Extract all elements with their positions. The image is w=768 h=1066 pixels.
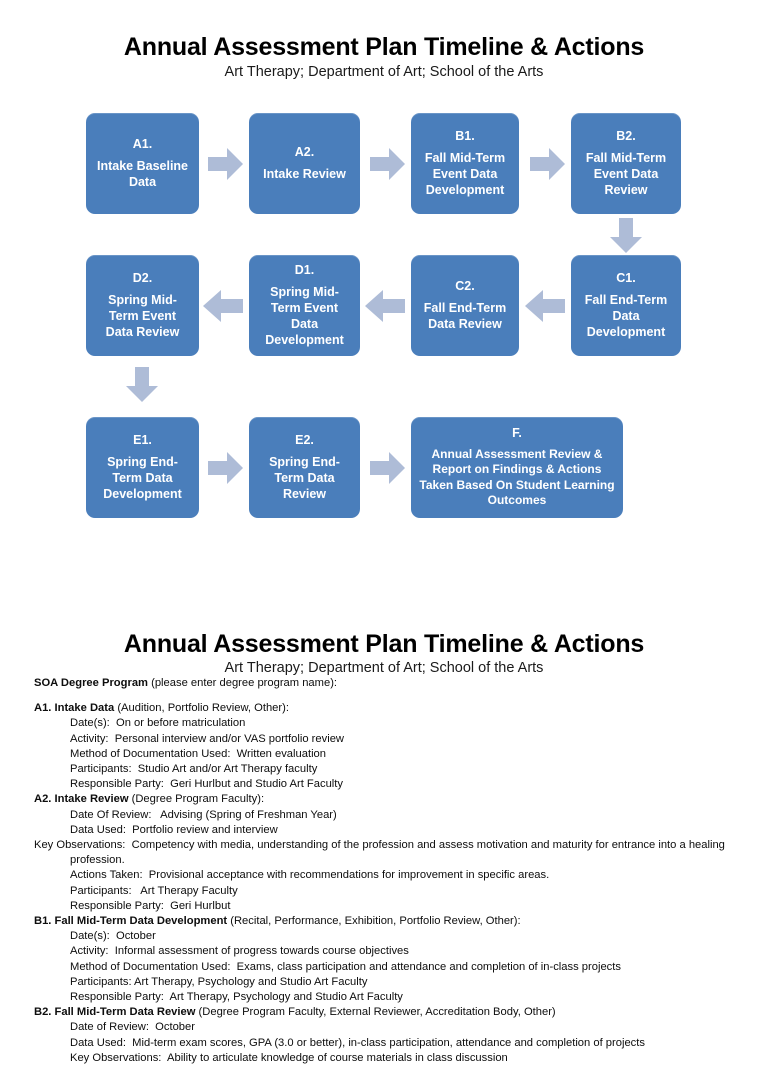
section-b1-line-4: Participants: Art Therapy, Psychology an… <box>70 975 368 988</box>
section-b1-line-2: Activity: Informal assessment of progres… <box>70 945 409 958</box>
flow-node-b1-code: B1. <box>455 129 475 144</box>
flow-node-d2-code: D2. <box>132 271 153 286</box>
assessment-plan-document: { "document": { "title": "Annual Assessm… <box>0 33 768 1064</box>
section-heading-a2-bold: A2. Intake Review <box>34 793 129 806</box>
diagram-section: Annual Assessment Plan Timeline & Action… <box>0 33 768 540</box>
arrow-right-a1-a2 <box>208 147 244 181</box>
section-heading-b2: B2. Fall Mid-Term Data Review (Degree Pr… <box>34 1005 734 1020</box>
section-b1-line-1: Date(s): October <box>70 930 156 943</box>
section-heading-a1-bold: A1. Intake Data <box>34 702 115 715</box>
flow-node-c1-code: C1. <box>616 271 636 286</box>
flow-node-c2[interactable]: C2. Fall End-Term Data Review <box>411 255 519 356</box>
flow-node-e1[interactable]: E1. Spring End- Term Data Development <box>86 417 199 518</box>
section-a2-line-5: Participants: Art Therapy Faculty <box>70 884 238 897</box>
flow-node-e2-code: E2. <box>295 433 314 448</box>
section-a2-line-2: Data Used: Portfolio review and intervie… <box>70 823 278 836</box>
page-title-top: Annual Assessment Plan Timeline & Action… <box>123 33 645 61</box>
flowchart: A1. Intake Baseline Data A2. Intake Revi… <box>0 100 768 540</box>
section-heading-b2-rest: (Degree Program Faculty, External Review… <box>195 1006 556 1019</box>
section-a1-line-1: Date(s): On or before matriculation <box>70 717 246 730</box>
degree-program-line: SOA Degree Program (please enter degree … <box>34 676 734 691</box>
section-heading-b1-bold: B1. Fall Mid-Term Data Development <box>34 915 228 928</box>
flow-node-b1-label: Fall Mid-Term Event Data Development <box>424 150 506 197</box>
section-b2-line-3: Key Observations: Ability to articulate … <box>70 1051 508 1064</box>
section-heading-a1-rest: (Audition, Portfolio Review, Other): <box>114 702 289 715</box>
page-subtitle-top: Art Therapy; Department of Art; School o… <box>224 64 544 80</box>
flow-node-b2-label: Fall Mid-Term Event Data Review <box>585 150 667 197</box>
section-b1-line-5: Responsible Party: Art Therapy, Psycholo… <box>70 991 403 1004</box>
flow-node-f[interactable]: F. Annual Assessment Review & Report on … <box>411 417 623 518</box>
flow-node-f-label: Annual Assessment Review & Report on Fin… <box>419 447 615 508</box>
degree-program-label: SOA Degree Program <box>34 677 148 689</box>
section-a2-line-4: Actions Taken: Provisional acceptance wi… <box>70 869 550 882</box>
form-body: SOA Degree Program (please enter degree … <box>34 676 734 1066</box>
flow-node-b2-code: B2. <box>616 129 636 144</box>
flow-node-e2-label: Spring End- Term Data Review <box>269 454 340 501</box>
flow-node-a2[interactable]: A2. Intake Review <box>249 113 360 214</box>
section-heading-a2-rest: (Degree Program Faculty): <box>128 793 265 806</box>
flow-node-c1-label: Fall End-Term Data Development <box>584 292 668 339</box>
arrow-right-e2-f <box>370 451 406 485</box>
flow-node-c1[interactable]: C1. Fall End-Term Data Development <box>571 255 681 356</box>
section-heading-b1-rest: (Recital, Performance, Exhibition, Portf… <box>227 915 521 928</box>
flow-node-e2[interactable]: E2. Spring End- Term Data Review <box>249 417 360 518</box>
section-a2-line-3: Key Observations: Competency with media,… <box>34 839 729 867</box>
section-b1-line-3: Method of Documentation Used: Exams, cla… <box>70 960 621 973</box>
flow-node-d2[interactable]: D2. Spring Mid- Term Event Data Review <box>86 255 199 356</box>
flow-node-c2-code: C2. <box>455 279 475 294</box>
flow-node-c2-label: Fall End-Term Data Review <box>423 300 507 331</box>
section-a1-line-2: Activity: Personal interview and/or VAS … <box>70 732 344 745</box>
arrow-right-a2-b1 <box>370 147 406 181</box>
arrow-left-c1-c2 <box>524 289 566 323</box>
section-b2-line-2: Data Used: Mid-term exam scores, GPA (3.… <box>70 1036 645 1049</box>
flow-node-d1-code: D1. <box>294 263 315 278</box>
flow-node-e1-label: Spring End- Term Data Development <box>103 454 182 501</box>
section-b2-line-1: Date of Review: October <box>70 1021 195 1034</box>
flow-node-d2-label: Spring Mid- Term Event Data Review <box>105 292 180 339</box>
flow-node-a1[interactable]: A1. Intake Baseline Data <box>86 113 199 214</box>
arrow-right-b1-b2 <box>530 147 566 181</box>
arrow-down-d2-e1 <box>125 367 159 403</box>
section-a1-line-5: Responsible Party: Geri Hurlbut and Stud… <box>70 778 343 791</box>
flow-node-b2[interactable]: B2. Fall Mid-Term Event Data Review <box>571 113 681 214</box>
flow-node-d1-label: Spring Mid- Term Event Data Development <box>265 284 344 347</box>
section-heading-b1: B1. Fall Mid-Term Data Development (Reci… <box>34 914 734 929</box>
section-heading-a2: A2. Intake Review (Degree Program Facult… <box>34 792 734 807</box>
flow-node-b1[interactable]: B1. Fall Mid-Term Event Data Development <box>411 113 519 214</box>
flow-node-f-code: F. <box>512 426 522 441</box>
flow-node-a1-code: A1. <box>132 137 153 152</box>
degree-program-hint: (please enter degree program name): <box>147 677 338 689</box>
flow-node-d1[interactable]: D1. Spring Mid- Term Event Data Developm… <box>249 255 360 356</box>
arrow-left-c2-d1 <box>364 289 406 323</box>
section-a1-line-3: Method of Documentation Used: Written ev… <box>70 747 327 760</box>
section-a1-line-4: Participants: Studio Art and/or Art Ther… <box>70 763 318 776</box>
arrow-right-e1-e2 <box>208 451 244 485</box>
page-title-bottom: Annual Assessment Plan Timeline & Action… <box>123 630 645 658</box>
section-a2-line-6: Responsible Party: Geri Hurlbut <box>70 899 231 912</box>
flow-node-a1-label: Intake Baseline Data <box>96 158 188 189</box>
flow-node-a2-label: Intake Review <box>263 166 346 181</box>
arrow-down-b2-c1 <box>609 218 643 254</box>
flow-node-a2-code: A2. <box>294 145 315 160</box>
section-heading-b2-bold: B2. Fall Mid-Term Data Review <box>34 1006 196 1019</box>
arrow-left-d1-d2 <box>202 289 244 323</box>
page-subtitle-bottom: Art Therapy; Department of Art; School o… <box>224 660 544 676</box>
section-heading-a1: A1. Intake Data (Audition, Portfolio Rev… <box>34 701 734 716</box>
section-a2-line-1: Date Of Review: Advising (Spring of Fres… <box>70 808 337 821</box>
flow-node-e1-code: E1. <box>133 433 152 448</box>
